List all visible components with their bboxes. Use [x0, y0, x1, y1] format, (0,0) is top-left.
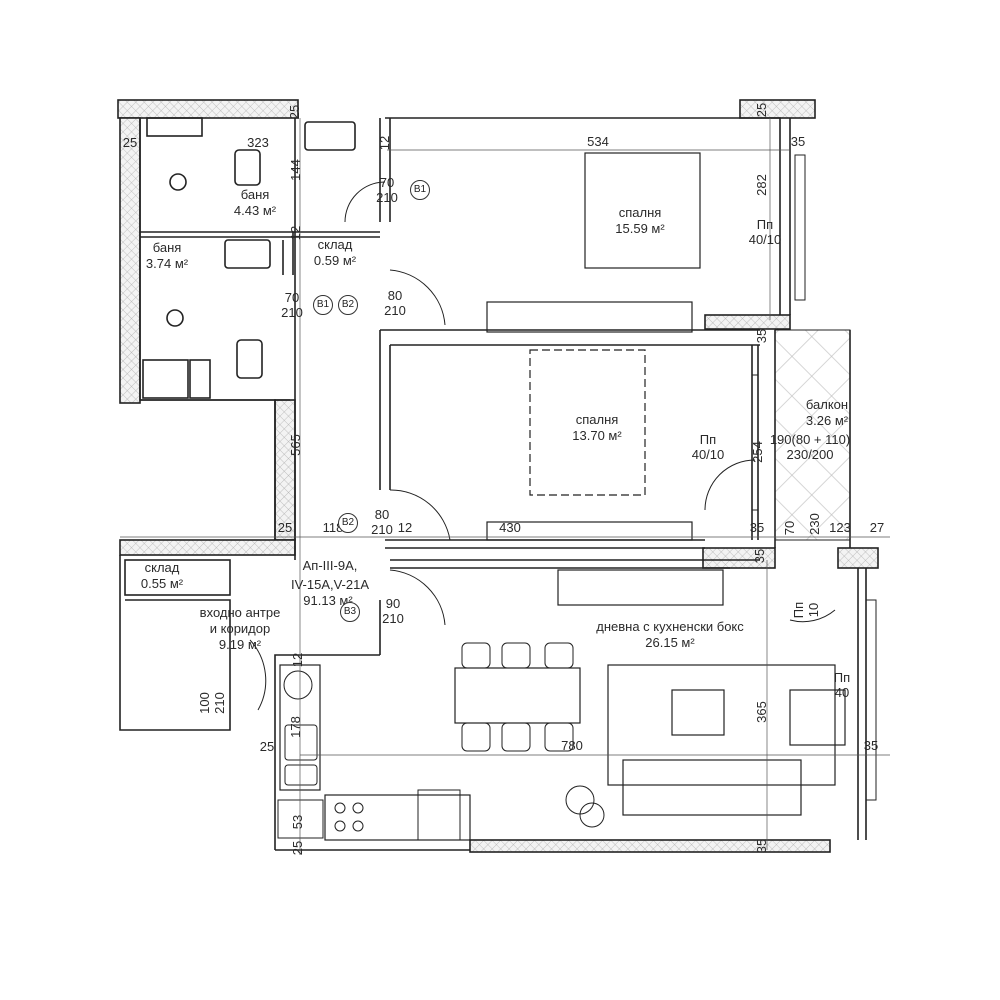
window-type: Пп — [699, 432, 717, 447]
door-type-tag: B1 — [313, 295, 333, 315]
dimension-label: 35 — [754, 838, 769, 854]
room-name: балкон — [805, 397, 849, 412]
dimension-label: 323 — [247, 135, 269, 150]
dimension-label: 27 — [869, 520, 885, 535]
dimension-label: 25 — [754, 102, 769, 118]
dimension-label: 365 — [754, 701, 769, 723]
dimension-label: 35 — [863, 738, 879, 753]
dimension-label: 25 — [287, 104, 302, 120]
dimension-label: 25 — [259, 739, 275, 754]
window-type: 190(80 + 110) — [769, 432, 851, 447]
window-type: Пп — [756, 217, 774, 232]
wall-balcony-top — [704, 314, 791, 330]
door-width: 100 — [197, 692, 212, 714]
room-area: 26.15 м² — [645, 635, 695, 650]
dimension-label: 25 — [290, 840, 305, 856]
dimension-label: 430 — [499, 520, 521, 535]
apartment-code: Ап-III-9А, — [302, 558, 358, 573]
door-type-tag: B1 — [410, 180, 430, 200]
room-name: склад — [144, 560, 180, 575]
dimension-label: 35 — [790, 134, 806, 149]
room-area: 9.19 м² — [218, 637, 262, 652]
wall-top-right — [739, 99, 816, 119]
dimension-label: 35 — [754, 328, 769, 344]
apartment-area: 91.13 м² — [303, 593, 353, 608]
door-height: 210 — [212, 692, 227, 714]
room-area: 0.59 м² — [313, 253, 357, 268]
door-type-tag: B3 — [340, 602, 360, 622]
room-area: 4.43 м² — [233, 203, 277, 218]
wall-left — [119, 117, 141, 404]
door-width: 80 — [387, 288, 403, 303]
room-name: спалня — [575, 412, 619, 427]
room-area: 0.55 м² — [140, 576, 184, 591]
dimension-label: 12 — [377, 135, 392, 151]
dimension-label: 70 — [782, 520, 797, 536]
room-name: дневна с кухненски бокс — [596, 619, 744, 634]
window-size: 40/10 — [748, 232, 782, 247]
door-width: 90 — [385, 596, 401, 611]
dimension-label: 178 — [288, 716, 303, 738]
dimension-label: 25 — [122, 135, 138, 150]
room-area: 3.74 м² — [145, 256, 189, 271]
door-type-tag: B2 — [338, 295, 358, 315]
room-name-line2: и коридор — [209, 621, 271, 636]
room-area: 3.26 м² — [805, 413, 849, 428]
door-width: 80 — [374, 507, 390, 522]
dimension-label: 12 — [288, 225, 303, 241]
balcony-floor — [774, 329, 851, 541]
window-size: 40/10 — [691, 447, 725, 462]
wall-entrance-top — [119, 539, 296, 556]
dimension-label: 25 — [277, 520, 293, 535]
wall-bottom — [469, 839, 831, 853]
dimension-label: 534 — [587, 134, 609, 149]
window-size: 40 — [834, 685, 850, 700]
apartment-code-2: IV-15А,V-21А — [290, 577, 370, 592]
dimension-label: 53 — [290, 814, 305, 830]
wall-balcony-bottom — [702, 547, 776, 569]
window-type: Пп — [791, 601, 806, 619]
window-type: Пп — [833, 670, 851, 685]
window-size: 10 — [806, 602, 821, 618]
dimension-label: 144 — [288, 159, 303, 181]
dimension-label: 565 — [288, 434, 303, 456]
room-name: баня — [240, 187, 270, 202]
dimension-label: 230 — [807, 513, 822, 535]
door-width: 70 — [379, 175, 395, 190]
room-area: 15.59 м² — [615, 221, 665, 236]
dimension-label: 254 — [750, 441, 765, 463]
dimension-label: 35 — [752, 548, 767, 564]
room-name: спалня — [618, 205, 662, 220]
dimension-label: 12 — [397, 520, 413, 535]
room-name: склад — [317, 237, 353, 252]
room-name: баня — [152, 240, 182, 255]
door-type-tag: B2 — [338, 513, 358, 533]
wall-mid — [274, 399, 296, 541]
door-height: 210 — [371, 522, 393, 537]
dimension-label: 780 — [561, 738, 583, 753]
room-name: входно антре — [199, 605, 281, 620]
dimension-label: 12 — [290, 652, 305, 668]
wall-living-right — [837, 547, 879, 569]
door-width: 70 — [284, 290, 300, 305]
door-height: 210 — [376, 190, 398, 205]
room-area: 13.70 м² — [572, 428, 622, 443]
dimension-label: 282 — [754, 174, 769, 196]
dimension-label: 35 — [749, 520, 765, 535]
wall-top-left — [117, 99, 299, 119]
door-height: 210 — [384, 303, 406, 318]
dimension-label: 123 — [829, 520, 851, 535]
window-size: 230/200 — [786, 447, 834, 462]
door-height: 210 — [281, 305, 303, 320]
door-height: 210 — [382, 611, 404, 626]
